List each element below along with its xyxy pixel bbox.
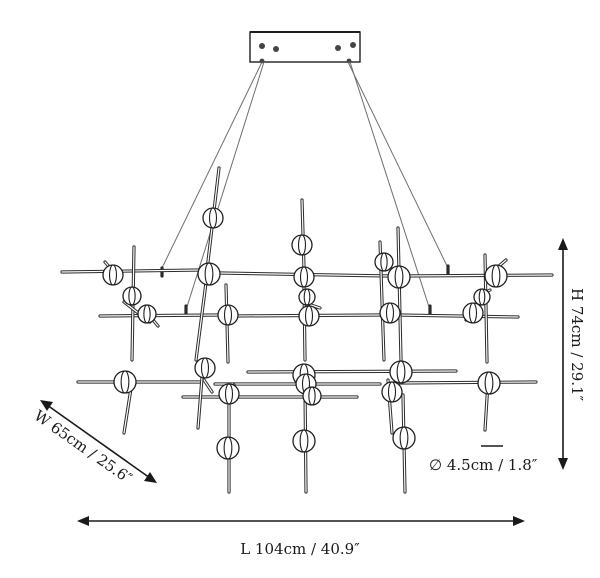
frame-rod-highlight bbox=[99, 314, 221, 317]
glass-globe bbox=[379, 302, 401, 324]
glass-globe bbox=[484, 264, 508, 288]
height-label: H 74cm / 29.1″ bbox=[568, 288, 586, 402]
glass-globe bbox=[462, 302, 484, 324]
width-label: W 65cm / 25.6″ bbox=[31, 407, 136, 488]
glass-globe bbox=[477, 371, 501, 395]
glass-globe bbox=[387, 265, 411, 289]
frame-rod-highlight bbox=[203, 379, 213, 393]
ceiling-canopy bbox=[249, 31, 361, 64]
length-dimension: L 104cm / 40.9″ bbox=[77, 516, 525, 558]
glass-globe bbox=[113, 370, 137, 394]
height-dimension: H 74cm / 29.1″ bbox=[558, 238, 586, 470]
glass-globe bbox=[102, 264, 124, 286]
glass-globe bbox=[302, 386, 322, 406]
globe-diameter-label: ∅ 4.5cm / 1.8″ bbox=[429, 456, 538, 474]
frame-rod-highlight bbox=[61, 269, 201, 273]
globe-diameter-callout: ∅ 4.5cm / 1.8″ bbox=[429, 445, 538, 474]
glass-globe bbox=[197, 262, 221, 286]
glass-globe bbox=[292, 429, 316, 453]
glass-globe bbox=[216, 436, 240, 460]
frame-rod-highlight bbox=[498, 259, 507, 267]
frame-rod-highlight bbox=[401, 274, 553, 277]
length-label: L 104cm / 40.9″ bbox=[240, 540, 360, 558]
frame-rod-highlight bbox=[397, 314, 519, 318]
frame-rod-highlight bbox=[301, 199, 305, 269]
glass-globe bbox=[202, 207, 224, 229]
glass-globe bbox=[374, 252, 394, 272]
glass-globe bbox=[218, 383, 240, 405]
glass-globe bbox=[298, 288, 316, 306]
glass-globe bbox=[389, 360, 413, 384]
frame-rod-highlight bbox=[195, 274, 208, 361]
frame-rod-highlight bbox=[394, 381, 537, 384]
glass-globes bbox=[102, 207, 508, 460]
frame-rod-highlight bbox=[247, 370, 457, 373]
glass-globe bbox=[293, 266, 315, 288]
frame-rod-highlight bbox=[397, 227, 402, 361]
glass-globe bbox=[217, 304, 239, 326]
width-dimension: W 65cm / 25.6″ bbox=[31, 400, 157, 488]
glass-globe bbox=[291, 234, 313, 256]
glass-globe bbox=[137, 304, 157, 324]
glass-globe bbox=[194, 357, 216, 379]
glass-globe bbox=[122, 286, 142, 306]
glass-globe bbox=[298, 305, 320, 327]
glass-globe bbox=[473, 288, 491, 306]
glass-globe bbox=[381, 381, 403, 403]
glass-globe bbox=[392, 426, 416, 450]
